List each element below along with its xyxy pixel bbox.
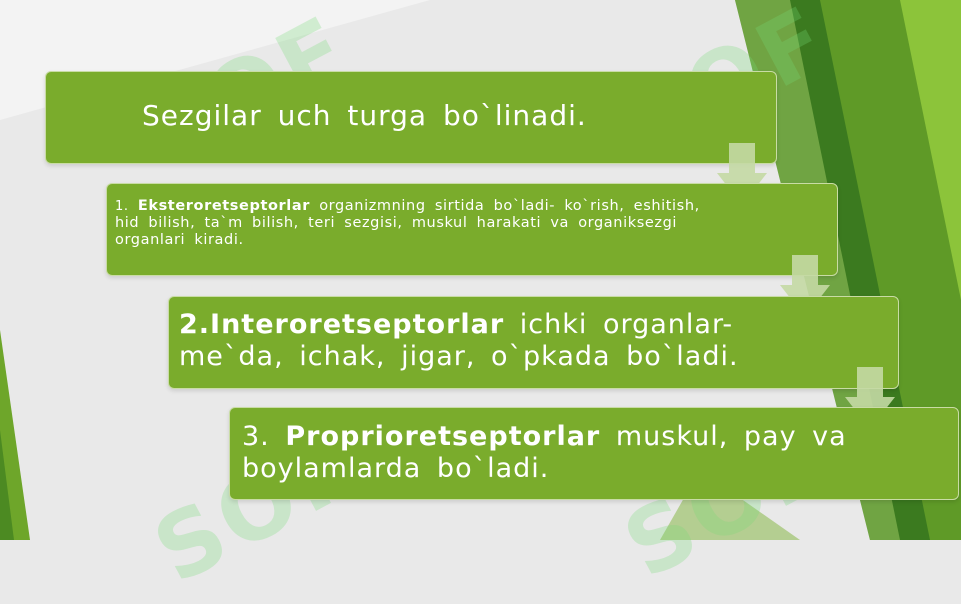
right-green-band-mid xyxy=(820,0,961,540)
item-box-2: 2.Interoretseptorlar ichki organlar-me`d… xyxy=(168,296,899,389)
item-2-term: 2.Interoretseptorlar xyxy=(179,309,505,340)
item-2-description: ichki organlar-me`da, ichak, jigar, o`pk… xyxy=(179,309,739,372)
item-box-3: 3. Proprioretseptorlar muskul, pay va bo… xyxy=(229,407,959,500)
item-1-term: Eksteroretseptorlar xyxy=(137,198,310,214)
right-green-band-light xyxy=(900,0,961,300)
heading-box: Sezgilar uch turga bo`linadi. xyxy=(45,71,777,164)
item-1-text: 1. Eksteroretseptorlar organizmning sirt… xyxy=(115,198,715,249)
item-3-number: 3. xyxy=(242,421,286,452)
down-arrow-icon-3 xyxy=(845,367,895,429)
item-1-description: organizmning sirtida bo`ladi- ko`rish, e… xyxy=(115,198,700,248)
left-green-band xyxy=(0,330,30,540)
heading-text: Sezgilar uch turga bo`linadi. xyxy=(142,99,587,132)
item-3-text: 3. Proprioretseptorlar muskul, pay va bo… xyxy=(242,421,882,485)
down-arrow-icon-2 xyxy=(780,255,830,317)
item-3-description: muskul, pay va boylamlarda bo`ladi. xyxy=(242,421,847,484)
item-box-1: 1. Eksteroretseptorlar organizmning sirt… xyxy=(106,183,838,276)
down-arrow-icon-1 xyxy=(717,143,767,205)
item-2-text: 2.Interoretseptorlar ichki organlar-me`d… xyxy=(179,309,819,373)
item-1-number: 1. xyxy=(115,199,129,214)
item-3-term: Proprioretseptorlar xyxy=(285,421,601,452)
